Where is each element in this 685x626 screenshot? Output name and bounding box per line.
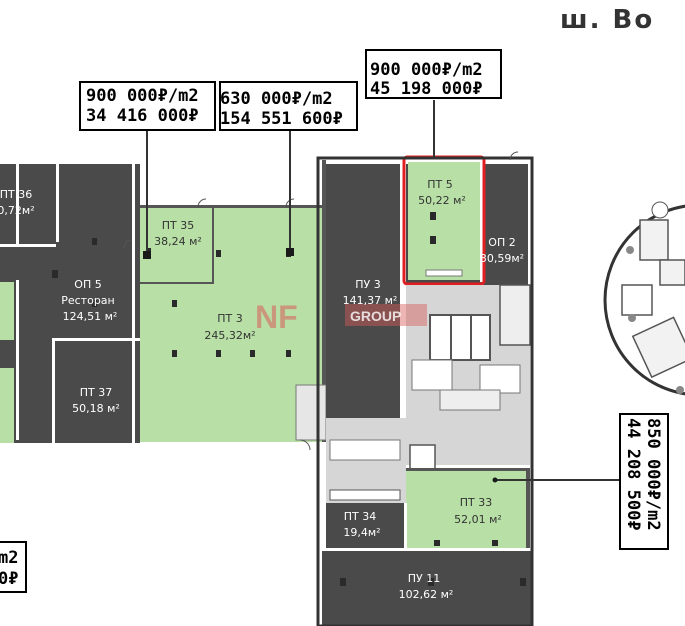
price-box-vertical[interactable]: 850 000₽/m2 44 208 500₽: [619, 413, 669, 550]
price-mid-total: 154 551 600₽: [220, 109, 343, 129]
room-op2-name: ОП 2: [488, 236, 515, 249]
price-bottomleft-total: 0₽: [0, 569, 18, 589]
round-building: [603, 201, 685, 396]
room-pt36-area: 0,72м²: [0, 204, 35, 217]
price-left-per-m2: 900 000₽/m2: [86, 86, 199, 106]
price-vertical-per-m2: 850 000₽/m2: [643, 418, 663, 531]
room-op5-subname: Ресторан: [61, 294, 115, 307]
price-box-mid[interactable]: 630 000₽/m2 154 551 600₽: [219, 81, 358, 131]
room-pt33-area: 52,01 м²: [454, 513, 502, 526]
room-pt3-name: ПТ 3: [217, 312, 243, 325]
price-right-total: 45 198 000₽: [370, 79, 483, 99]
price-mid-per-m2: 630 000₽/m2: [220, 89, 333, 109]
room-pu11-name: ПУ 11: [408, 572, 440, 585]
price-right-per-m2: 900 000₽/m2: [370, 60, 483, 80]
room-op5-name: ОП 5: [74, 278, 101, 291]
room-pt5-area: 50,22 м²: [418, 194, 466, 207]
room-pt36-name: ПТ 36: [0, 188, 32, 201]
room-pt3-area: 245,32м²: [204, 329, 255, 342]
price-bottomleft-per-m2: m2: [0, 548, 18, 568]
room-pt33-name: ПТ 33: [460, 496, 492, 509]
pt34-block: [326, 503, 406, 548]
room-pt34-name: ПТ 34: [344, 510, 376, 523]
pu11-block: [322, 548, 532, 626]
watermark: NF GROUP: [255, 299, 427, 335]
room-pu3-name: ПУ 3: [355, 278, 380, 291]
price-box-right[interactable]: 900 000₽/m2 45 198 000₽: [365, 49, 502, 99]
price-box-bottom-left[interactable]: m2 0₽: [0, 541, 27, 593]
room-pt5-name: ПТ 5: [427, 178, 453, 191]
room-pt34-area: 19,4м²: [343, 526, 380, 539]
room-pu11-area: 102,62 м²: [399, 588, 454, 601]
watermark-suffix: GROUP: [350, 308, 401, 324]
pt5-area: [408, 162, 480, 280]
price-box-left[interactable]: 900 000₽/m2 34 416 000₽: [79, 81, 216, 131]
pt3-area: [140, 207, 326, 442]
watermark-brand: NF: [255, 299, 298, 335]
price-left-total: 34 416 000₽: [86, 106, 199, 126]
room-pt35-area: 38,24 м²: [154, 235, 202, 248]
room-op2-area: 30,59м²: [480, 252, 524, 265]
pu3-block: [326, 160, 406, 418]
room-pt37-name: ПТ 37: [80, 386, 112, 399]
room-pt37-area: 50,18 м²: [72, 402, 120, 415]
price-vertical-total: 44 208 500₽: [623, 418, 643, 531]
room-op5-area: 124,51 м²: [63, 310, 118, 323]
room-pt35-name: ПТ 35: [162, 219, 194, 232]
pt33-area: [406, 470, 530, 548]
room-pu3-area: 141,37 м²: [343, 294, 398, 307]
street-name: ш. Во: [560, 5, 654, 35]
left-wing-block: [0, 160, 140, 443]
